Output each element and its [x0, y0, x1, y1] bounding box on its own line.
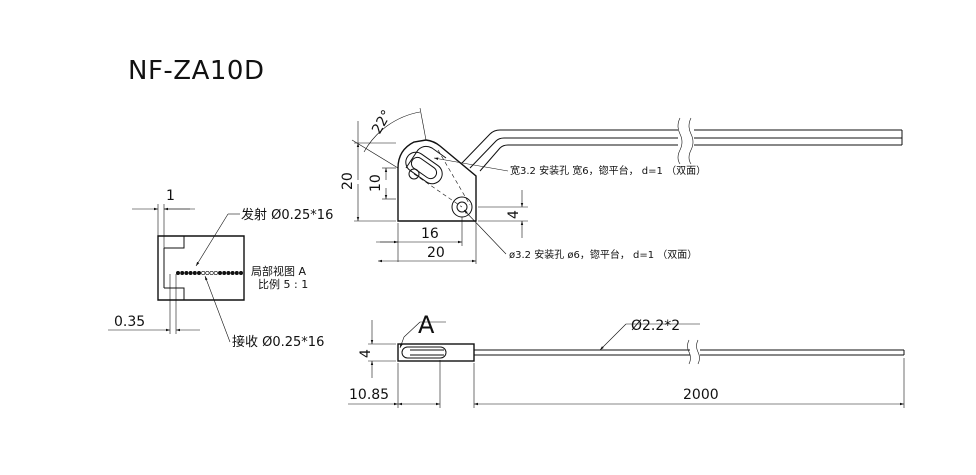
fiber-dot: [213, 270, 218, 275]
hole-note: ø3.2 安装孔 ø6，锪平台， d=1 （双面）: [509, 248, 697, 261]
dim-hole-4: 4: [506, 210, 522, 219]
fiber-dot: [209, 270, 214, 275]
dim-tip-1085: 10.85: [349, 387, 389, 403]
dim-height-10: 10: [368, 174, 384, 192]
side-sensor-body: [397, 343, 475, 362]
fiber-dot: [218, 270, 223, 275]
model-title: NF-ZA10D: [128, 56, 265, 86]
fiber-dot: [230, 270, 235, 275]
fiber-dot: [180, 270, 185, 275]
side-view: A Ø2.2*2 4 10.85 2000: [348, 311, 905, 408]
cable-top-line-2: [469, 137, 678, 169]
top-view: 22° 20 10 16 20 4 宽3.2 安装孔 宽6，: [340, 107, 903, 264]
cable-top-line-1: [461, 129, 678, 164]
fiber-dot: [176, 270, 181, 275]
dim-width-20: 20: [427, 245, 445, 261]
fiber-dot: [188, 270, 193, 275]
fiber-dot: [184, 270, 189, 275]
dim-angle-22: 22°: [369, 107, 395, 137]
fiber-dot: [192, 270, 197, 275]
fiber-dot: [205, 270, 210, 275]
cable-note: Ø2.2*2: [631, 318, 680, 334]
detail-step-bottom: [164, 287, 185, 300]
dim-width-1: 1: [166, 188, 175, 204]
dim-offset-035: 0.35: [114, 314, 145, 330]
break-mark-top-1: [677, 117, 683, 165]
fiber-dot-row: [176, 270, 244, 275]
receiver-note: 接收 Ø0.25*16: [232, 334, 324, 350]
mounting-slot: [405, 151, 443, 185]
fiber-dot: [226, 270, 231, 275]
detail-step-top: [164, 236, 185, 249]
break-mark-top-2: [688, 117, 694, 165]
dim-side-height-4: 4: [358, 349, 374, 358]
dim-height-20: 20: [340, 172, 356, 190]
slot-note: 宽3.2 安装孔 宽6，锪平台， d=1 （双面）: [510, 164, 706, 177]
sensor-housing: [397, 139, 477, 222]
fiber-dot: [201, 270, 206, 275]
break-mark-side-1: [687, 339, 691, 365]
view-label-detail: 局部视图 A: [251, 264, 306, 278]
angle-arc: [363, 111, 421, 153]
view-scale-detail: 比例 5 : 1: [258, 277, 308, 291]
dim-width-16: 16: [421, 226, 439, 242]
cable-top-line-3: [479, 144, 678, 172]
detail-view-a: 1 0.35 发射 Ø0.25*16 接收 Ø0.25*16 局部视图 A 比例…: [108, 188, 333, 350]
fiber-dot: [239, 270, 244, 275]
fiber-dot: [197, 270, 202, 275]
view-marker-a: A: [418, 311, 435, 339]
detail-body-outline: [157, 235, 245, 301]
emitter-note: 发射 Ø0.25*16: [241, 207, 333, 223]
break-mark-side-2: [696, 339, 700, 365]
fiber-dot: [222, 270, 227, 275]
fiber-dot: [234, 270, 239, 275]
dim-length-2000: 2000: [683, 387, 719, 403]
